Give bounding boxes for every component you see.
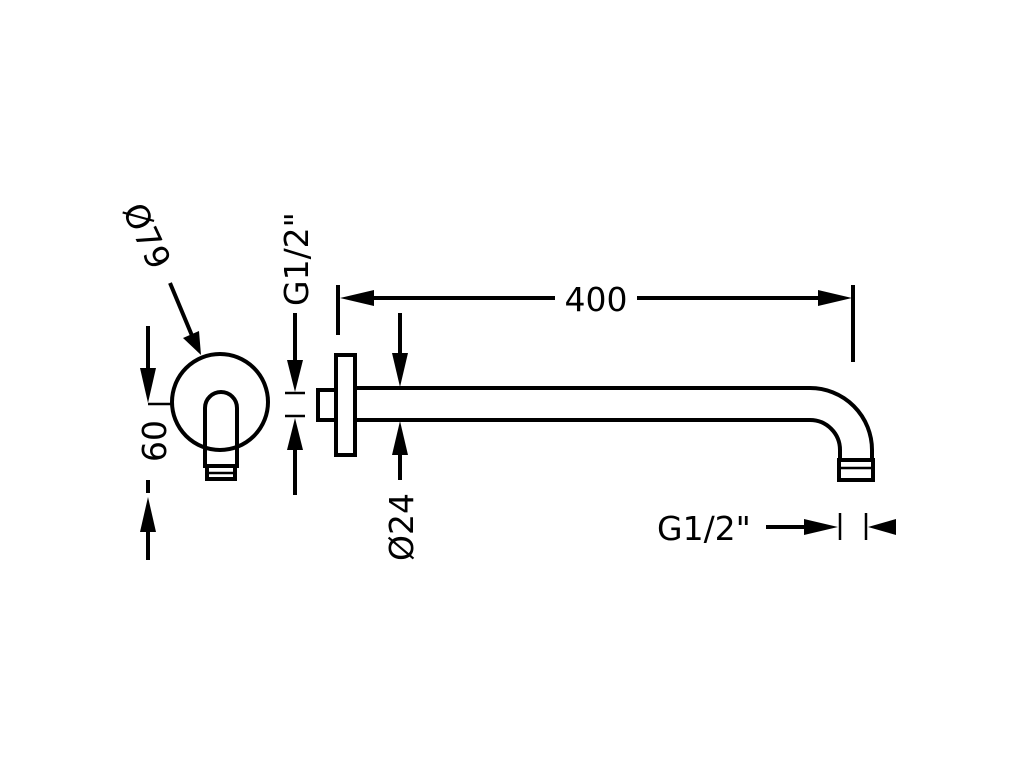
shower-arm-pipe bbox=[355, 386, 874, 462]
arm-diameter-label: Ø24 bbox=[382, 493, 421, 561]
inlet-thread-dimension: G1/2" bbox=[277, 212, 316, 495]
inlet-stub bbox=[316, 388, 338, 422]
wall-plate-height-label: 60 bbox=[135, 420, 174, 462]
diameter-79-callout: Ø79 bbox=[115, 197, 201, 355]
wall-flange-side bbox=[334, 353, 357, 457]
outlet-thread-dimension: G1/2" bbox=[657, 509, 896, 548]
wall-plate-diameter-label: Ø79 bbox=[115, 197, 179, 275]
wall-plate-circle bbox=[170, 352, 270, 452]
front-view bbox=[170, 352, 270, 481]
arm-length-label: 400 bbox=[565, 280, 628, 319]
height-60-dimension: 60 bbox=[135, 326, 174, 560]
outlet-thread-label: G1/2" bbox=[657, 509, 751, 548]
diameter-24-dimension: Ø24 bbox=[382, 313, 421, 561]
side-view bbox=[316, 353, 875, 482]
arm-profile-front bbox=[203, 390, 239, 468]
outlet-nut bbox=[837, 458, 875, 482]
inlet-thread-label: G1/2" bbox=[277, 212, 316, 306]
length-400-dimension: 400 bbox=[336, 280, 855, 362]
